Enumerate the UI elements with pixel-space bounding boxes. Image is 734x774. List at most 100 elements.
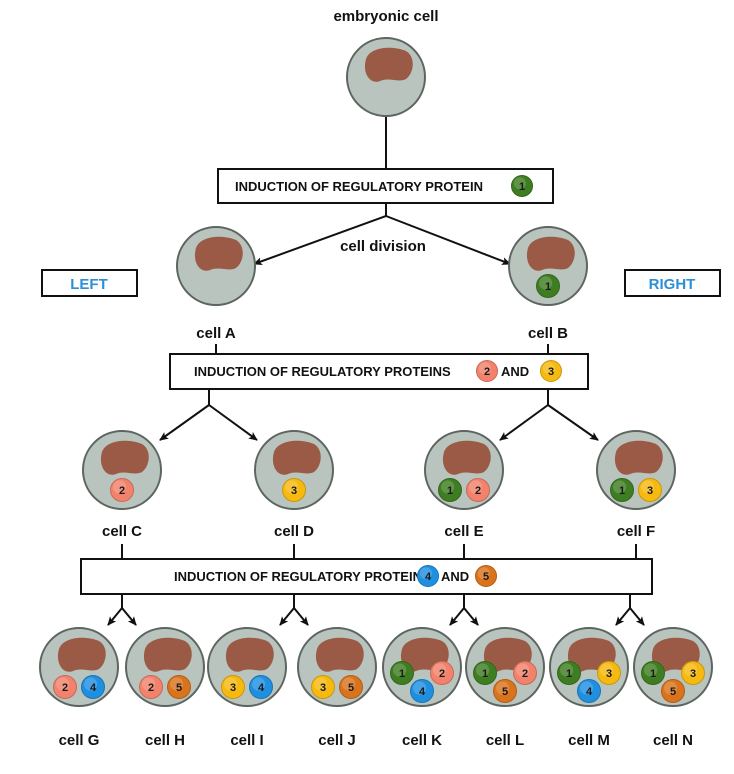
- cell-label-B: cell B: [528, 325, 568, 342]
- protein-5-icon: 5: [475, 565, 497, 587]
- svg-text:1: 1: [566, 668, 572, 680]
- protein-5-icon: 5: [661, 679, 685, 703]
- protein-2-icon: 2: [139, 675, 163, 699]
- arrow: [615, 607, 631, 626]
- protein-3-icon: 3: [638, 478, 662, 502]
- protein-5-icon: 5: [339, 675, 363, 699]
- nucleus: [364, 47, 413, 82]
- svg-text:1: 1: [482, 668, 488, 680]
- cell-label-G: cell G: [59, 732, 100, 749]
- cell-label-H: cell H: [145, 732, 185, 749]
- protein-3-icon: 3: [681, 661, 705, 685]
- induction-box-2: INDUCTION OF REGULATORY PROTEINS AND: [169, 353, 589, 390]
- svg-text:1: 1: [399, 668, 405, 680]
- left-side-box: LEFT: [41, 269, 138, 297]
- nucleus: [143, 637, 192, 672]
- right-side-box: RIGHT: [624, 269, 721, 297]
- svg-text:5: 5: [176, 682, 182, 694]
- svg-text:5: 5: [348, 682, 354, 694]
- induction-3-and: AND: [441, 569, 469, 584]
- arrow: [159, 404, 210, 441]
- svg-text:4: 4: [425, 571, 432, 583]
- protein-2-icon: 2: [53, 675, 77, 699]
- induction-3-text: INDUCTION OF REGULATORY PROTEINS: [174, 569, 431, 584]
- nucleus: [100, 440, 149, 475]
- cell-label-L: cell L: [486, 732, 524, 749]
- arrow: [547, 404, 599, 441]
- protein-2-icon: 2: [430, 661, 454, 685]
- cell-label-M: cell M: [568, 732, 610, 749]
- protein-3-icon: 3: [311, 675, 335, 699]
- induction-box-1: INDUCTION OF REGULATORY PROTEIN: [217, 168, 554, 204]
- embryonic-cell-title: embryonic cell: [333, 8, 438, 25]
- svg-text:3: 3: [606, 668, 612, 680]
- svg-text:1: 1: [519, 181, 525, 193]
- arrow: [629, 607, 645, 626]
- protein-1-icon: 1: [438, 478, 462, 502]
- left-side-label: LEFT: [70, 276, 108, 293]
- protein-5-icon: 5: [167, 675, 191, 699]
- protein-1-icon: 1: [390, 661, 414, 685]
- induction-1-text: INDUCTION OF REGULATORY PROTEIN: [235, 179, 483, 194]
- protein-3-icon: 3: [540, 360, 562, 382]
- arrow: [279, 607, 295, 626]
- protein-4-icon: 4: [249, 675, 273, 699]
- embryonic-cell: [346, 37, 426, 117]
- cell-label-D: cell D: [274, 523, 314, 540]
- svg-text:4: 4: [90, 682, 97, 694]
- nucleus: [194, 236, 243, 271]
- protein-4-icon: 4: [417, 565, 439, 587]
- protein-2-icon: 2: [110, 478, 134, 502]
- svg-text:2: 2: [148, 682, 154, 694]
- svg-text:5: 5: [483, 571, 489, 583]
- svg-text:3: 3: [230, 682, 236, 694]
- svg-text:1: 1: [650, 668, 656, 680]
- cell-label-J: cell J: [318, 732, 356, 749]
- cell-division-label: cell division: [340, 238, 426, 255]
- svg-text:1: 1: [545, 281, 551, 293]
- svg-text:3: 3: [291, 485, 297, 497]
- connector-lines: [107, 116, 645, 626]
- protein-1-icon: 1: [536, 274, 560, 298]
- svg-text:4: 4: [586, 686, 593, 698]
- right-side-label: RIGHT: [649, 276, 696, 293]
- cell-C: 2: [82, 430, 162, 510]
- svg-text:2: 2: [439, 668, 445, 680]
- protein-4-icon: 4: [81, 675, 105, 699]
- svg-text:5: 5: [670, 686, 676, 698]
- cell-label-F: cell F: [617, 523, 655, 540]
- protein-3-icon: 3: [282, 478, 306, 502]
- protein-3-icon: 3: [597, 661, 621, 685]
- protein-4-icon: 4: [577, 679, 601, 703]
- cell-M: 1 3 4: [549, 627, 629, 707]
- nucleus: [442, 440, 491, 475]
- arrow: [449, 607, 465, 626]
- arrow: [463, 607, 479, 626]
- cell-D: 3: [254, 430, 334, 510]
- cell-N: 1 35: [633, 627, 713, 707]
- protein-2-icon: 2: [466, 478, 490, 502]
- arrow: [107, 607, 123, 626]
- cell-label-K: cell K: [402, 732, 442, 749]
- cell-label-N: cell N: [653, 732, 693, 749]
- nucleus: [225, 637, 274, 672]
- cell-K: 1 24: [382, 627, 462, 707]
- arrow: [121, 607, 137, 626]
- arrow: [293, 607, 309, 626]
- nucleus: [315, 637, 364, 672]
- arrow: [385, 215, 511, 265]
- svg-text:2: 2: [119, 485, 125, 497]
- protein-2-icon: 2: [513, 661, 537, 685]
- protein-4-icon: 4: [410, 679, 434, 703]
- nucleus: [272, 440, 321, 475]
